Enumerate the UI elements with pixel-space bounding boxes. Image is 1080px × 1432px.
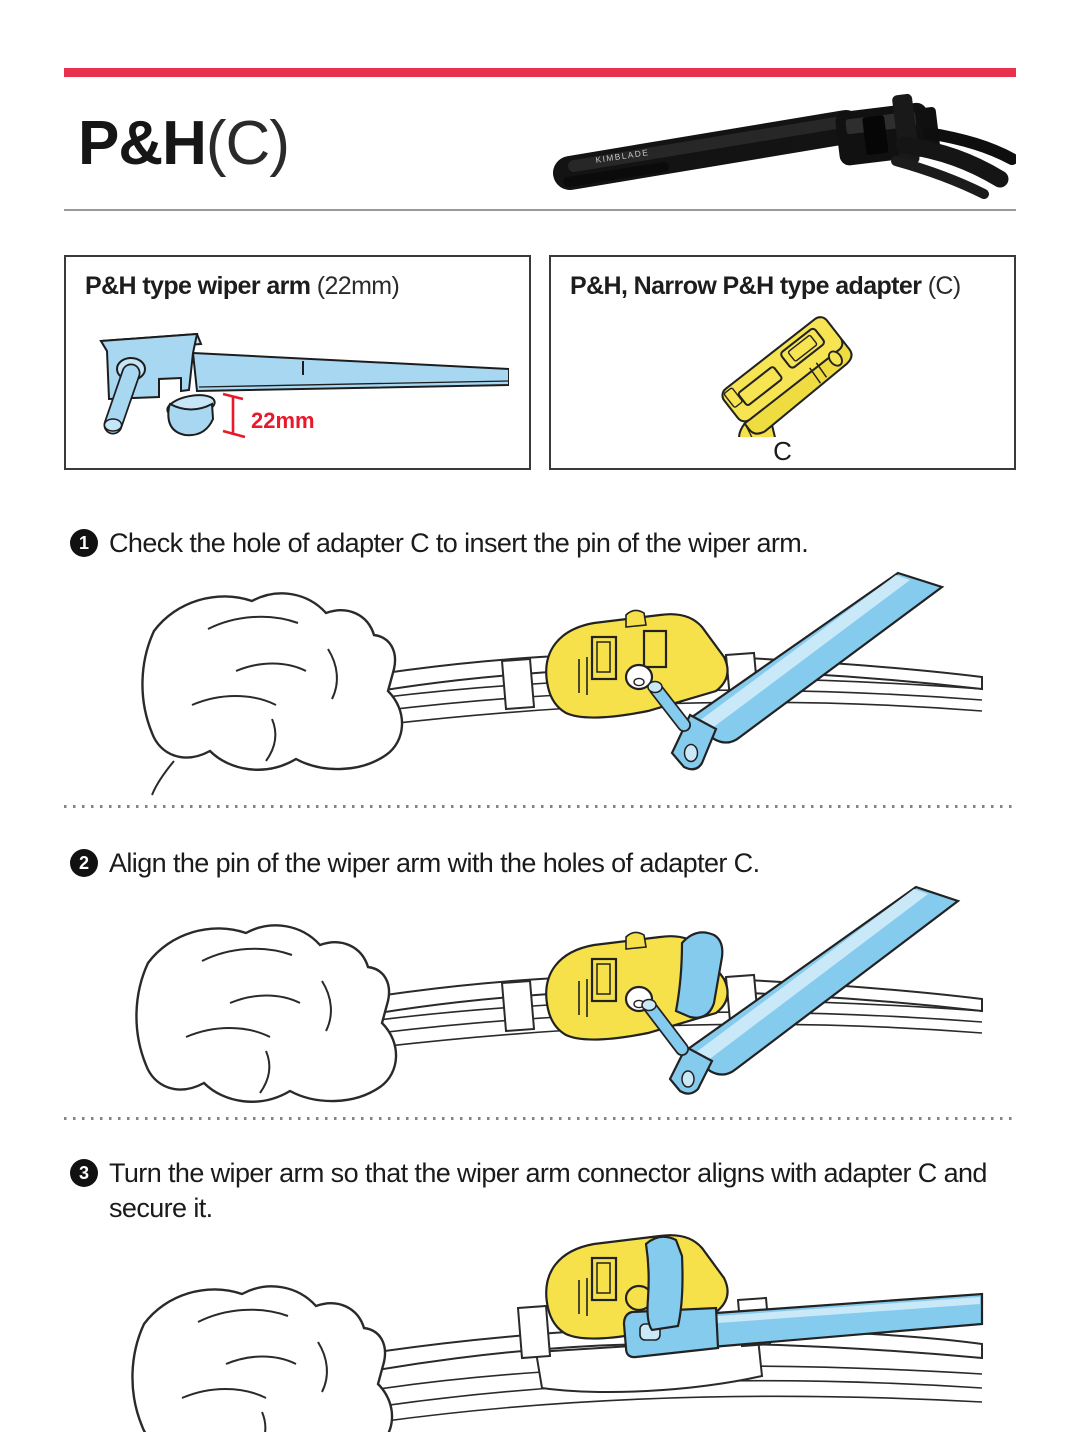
hand-drawing [141,592,404,796]
page-title-bold: P&H [78,109,207,178]
wiper-arm-box-title-bold: P&H type wiper arm [85,272,311,300]
step-3-text: Turn the wiper arm so that the wiper arm… [109,1158,987,1224]
spec-boxes: P&H type wiper arm (22mm) [64,255,1016,470]
step-2-number-badge: 2 [70,849,98,878]
wiper-arm-box-title: P&H type wiper arm (22mm) [85,272,510,301]
step-1-illustration [141,571,983,796]
adapter-box-title-bold: P&H, Narrow P&H type adapter [570,272,922,300]
adapter-box-title: P&H, Narrow P&H type adapter (C) [570,272,995,301]
hand-drawing [135,924,398,1104]
arm-drawing [641,885,961,1095]
wiper-arm-drawing: 22mm [99,332,509,439]
adapter-drawing [720,316,853,466]
accent-bar [64,68,1016,77]
step-1-heading: 1 Check the hole of adapter C to insert … [70,526,1016,561]
page-title: P&H(C) [64,113,290,175]
step-2-heading: 2 Align the pin of the wiper arm with th… [70,846,1016,881]
step-3-illustration [131,1234,984,1432]
adapter-box-title-suffix: (C) [921,272,962,300]
adapter-c-drawing [545,609,729,719]
page-title-light: (C) [205,109,290,178]
arm-drawing [622,1236,984,1359]
dotted-divider-1 [64,805,1016,809]
wiper-arm-box: P&H type wiper arm (22mm) [64,255,531,470]
step-1-text: Check the hole of adapter C to insert th… [109,528,809,558]
hand-drawing [131,1285,394,1432]
step-3-heading: 3 Turn the wiper arm so that the wiper a… [70,1156,1016,1226]
header-divider [64,209,1016,211]
dimension-label: 22mm [251,408,315,433]
header: P&H(C) KIMBLADE [64,83,1016,205]
arm-drawing [647,571,945,771]
adapter-box: P&H, Narrow P&H type adapter (C) [549,255,1016,470]
step-3-number-badge: 3 [70,1159,98,1188]
step-1-number-badge: 1 [70,529,98,557]
step-2-text: Align the pin of the wiper arm with the … [109,848,760,879]
adapter-letter-label: C [773,436,792,466]
dotted-divider-2 [64,1117,1016,1121]
wiper-arm-box-title-suffix: (22mm) [310,272,400,300]
product-photo: KIMBLADE [553,93,1016,199]
step-2-illustration [135,885,983,1104]
